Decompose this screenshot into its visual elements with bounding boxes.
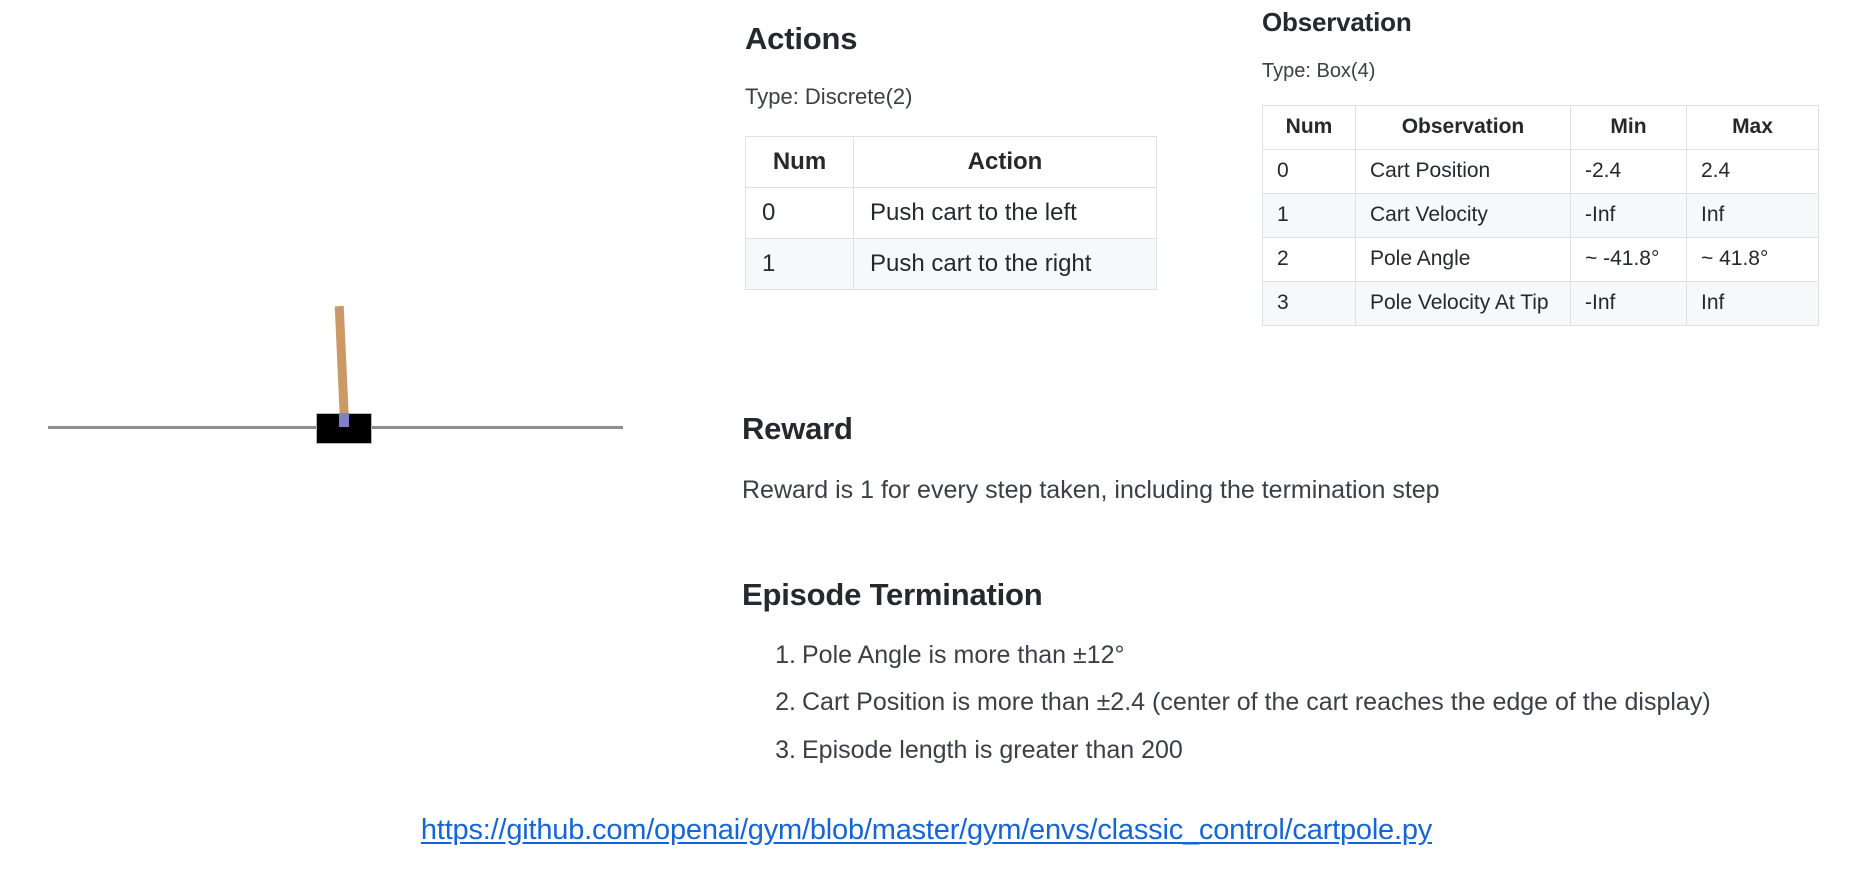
- table-row: 2 Pole Angle ~ -41.8° ~ 41.8°: [1262, 236, 1819, 282]
- list-item: Episode length is greater than 200: [768, 735, 1183, 767]
- episode-termination-section: Episode Termination Pole Angle is more t…: [742, 577, 1842, 782]
- observation-table: Num Observation Min Max 0 Cart Position …: [1262, 104, 1819, 326]
- reward-section: Reward Reward is 1 for every step taken,…: [742, 411, 1832, 533]
- observation-cell-name: Cart Position: [1355, 148, 1571, 194]
- observation-cell-max: Inf: [1686, 192, 1819, 238]
- actions-cell-action: Push cart to the left: [853, 187, 1157, 240]
- list-item: Pole Angle is more than ±12°: [768, 640, 1125, 672]
- observation-cell-name: Cart Velocity: [1355, 192, 1571, 238]
- observation-section: Observation Type: Box(4) Num Observation…: [1262, 8, 1832, 326]
- table-row: 0 Cart Position -2.4 2.4: [1262, 148, 1819, 194]
- actions-header-action: Action: [853, 136, 1157, 189]
- observation-cell-min: -Inf: [1570, 192, 1687, 238]
- observation-header-observation: Observation: [1355, 104, 1571, 150]
- observation-heading: Observation: [1262, 7, 1412, 37]
- observation-cell-name: Pole Angle: [1355, 236, 1571, 282]
- table-row: 1 Cart Velocity -Inf Inf: [1262, 192, 1819, 238]
- observation-header-max: Max: [1686, 104, 1819, 150]
- table-row: 3 Pole Velocity At Tip -Inf Inf: [1262, 280, 1819, 326]
- episode-termination-heading: Episode Termination: [742, 577, 1043, 612]
- actions-table: Num Action 0 Push cart to the left 1 Pus…: [745, 136, 1157, 291]
- source-link-container: https://github.com/openai/gym/blob/maste…: [0, 814, 1853, 847]
- actions-type-line: Type: Discrete(2): [745, 84, 913, 110]
- episode-termination-list: Pole Angle is more than ±12° Cart Positi…: [742, 640, 1842, 766]
- observation-cell-min: -2.4: [1570, 148, 1687, 194]
- cartpole-axle: [339, 413, 349, 427]
- actions-cell-action: Push cart to the right: [853, 238, 1157, 291]
- observation-cell-min: ~ -41.8°: [1570, 236, 1687, 282]
- observation-cell-num: 0: [1262, 148, 1356, 194]
- list-item: Cart Position is more than ±2.4 (center …: [768, 687, 1711, 719]
- table-row: 1 Push cart to the right: [745, 238, 1157, 291]
- actions-cell-num: 1: [745, 238, 854, 291]
- reward-description: Reward is 1 for every step taken, includ…: [742, 476, 1440, 505]
- observation-cell-min: -Inf: [1570, 280, 1687, 326]
- observation-header-num: Num: [1262, 104, 1356, 150]
- observation-header-min: Min: [1570, 104, 1687, 150]
- observation-cell-max: 2.4: [1686, 148, 1819, 194]
- actions-heading: Actions: [745, 21, 858, 56]
- observation-cell-name: Pole Velocity At Tip: [1355, 280, 1571, 326]
- observation-cell-num: 2: [1262, 236, 1356, 282]
- observation-cell-num: 1: [1262, 192, 1356, 238]
- source-code-link[interactable]: https://github.com/openai/gym/blob/maste…: [420, 814, 1433, 846]
- actions-header-num: Num: [745, 136, 854, 189]
- actions-section: Actions Type: Discrete(2) Num Action 0 P…: [745, 21, 1175, 291]
- reward-heading: Reward: [742, 411, 853, 446]
- cartpole-figure: [0, 0, 700, 889]
- table-row: 0 Push cart to the left: [745, 187, 1157, 240]
- observation-type-line: Type: Box(4): [1262, 59, 1376, 82]
- observation-cell-max: Inf: [1686, 280, 1819, 326]
- observation-table-header-row: Num Observation Min Max: [1262, 104, 1819, 150]
- observation-cell-num: 3: [1262, 280, 1356, 326]
- actions-cell-num: 0: [745, 187, 854, 240]
- observation-cell-max: ~ 41.8°: [1686, 236, 1819, 282]
- cartpole-cart: [316, 413, 372, 444]
- actions-table-header-row: Num Action: [745, 136, 1157, 189]
- cartpole-pole: [334, 305, 349, 423]
